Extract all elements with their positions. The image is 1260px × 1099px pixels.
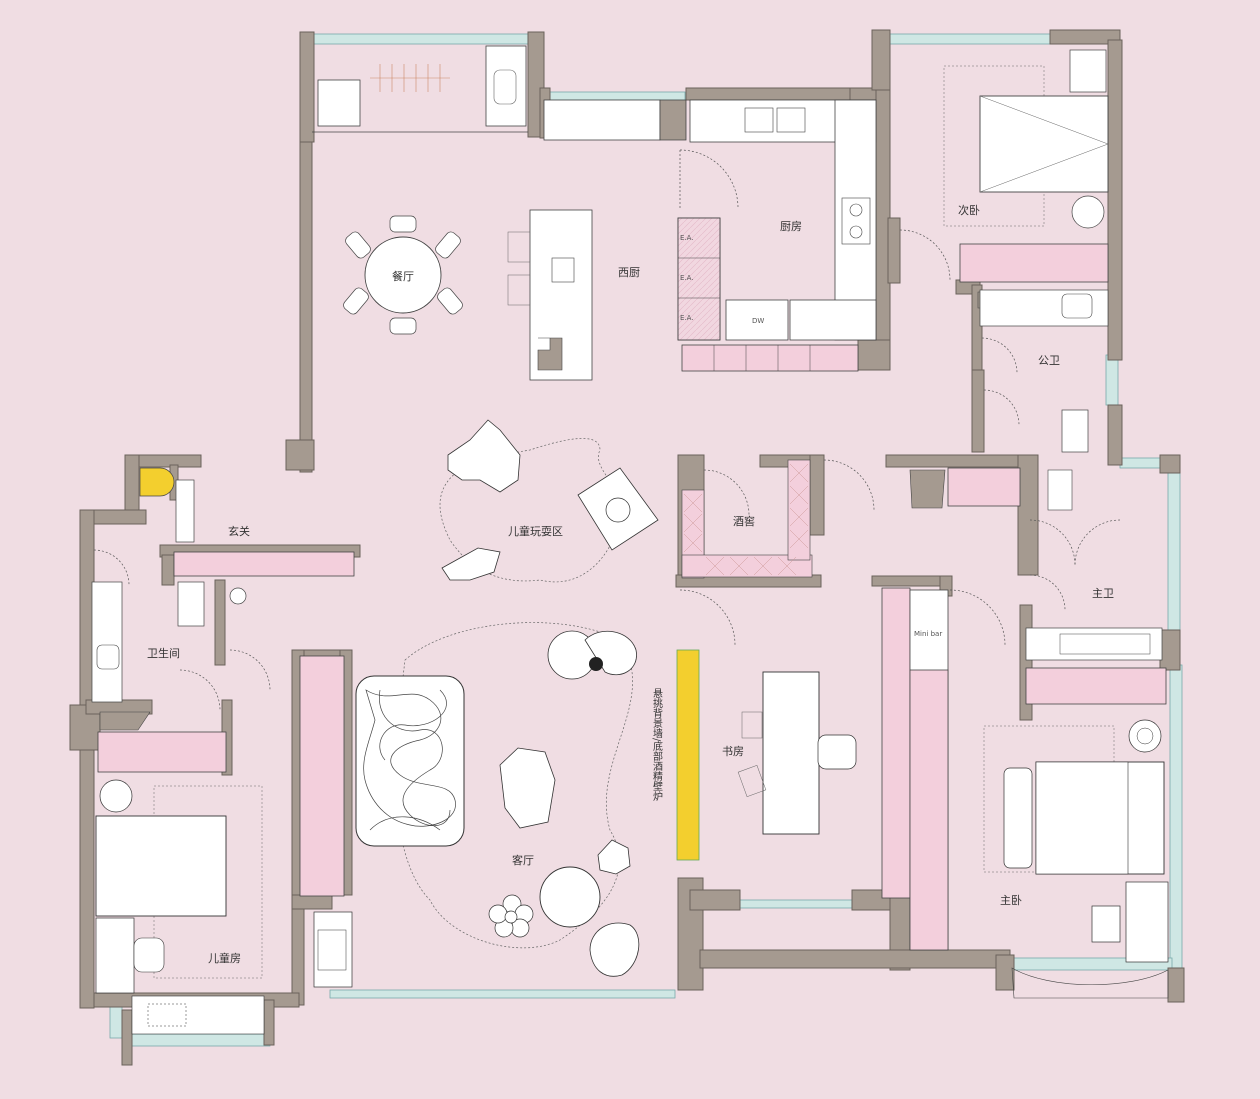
sink-label: DW (752, 317, 764, 325)
laundry-area (312, 45, 528, 133)
label-dining: 餐厅 (392, 269, 414, 283)
mini-bar (881, 587, 949, 951)
label-master-bedroom: 主卧 (1000, 894, 1022, 907)
washroom-fixtures (91, 581, 345, 897)
label-kids-play: 儿童玩耍区 (508, 524, 563, 538)
second-bedroom-furniture (943, 49, 1109, 283)
label-washroom: 卫生间 (147, 646, 180, 660)
appliance-mark-3: E.A. (680, 314, 694, 322)
public-bath-fixtures (977, 289, 1109, 453)
wine-racks (681, 459, 813, 579)
entrance-furniture (139, 467, 355, 627)
fireplace-wall (676, 649, 700, 861)
kids-play-area (439, 419, 659, 583)
label-second-bedroom: 次卧 (958, 203, 980, 217)
label-living-room: 客厅 (512, 853, 534, 867)
windows (109, 33, 1183, 1047)
study-furniture (737, 671, 857, 835)
label-entrance: 玄关 (228, 524, 250, 538)
label-western-kitchen: 西厨 (618, 266, 640, 279)
living-room-furniture (355, 622, 640, 977)
doors (93, 149, 1121, 711)
kitchen-counters: DW E.A. E.A. E.A. (543, 99, 877, 372)
dining-table (343, 215, 463, 335)
master-bath-fixtures (909, 467, 1167, 705)
label-wine-cellar: 酒窖 (733, 514, 755, 528)
room-labels: 餐厅 西厨 厨房 次卧 公卫 儿童玩耍区 酒窖 玄关 卫生间 主卫 Mini b… (147, 203, 1114, 965)
master-bedroom-furniture (983, 719, 1169, 999)
appliance-mark-1: E.A. (680, 234, 694, 242)
label-kitchen: 厨房 (780, 220, 802, 233)
kids-room-furniture (95, 779, 353, 1035)
label-fireplace-wall: 悬挑背景墙/底部酒精壁炉 (651, 688, 663, 802)
label-kids-room: 儿童房 (208, 951, 241, 965)
label-master-bath: 主卫 (1092, 587, 1114, 600)
label-mini-bar: Mini bar (914, 630, 942, 638)
appliance-mark-2: E.A. (680, 274, 694, 282)
kitchen-island (507, 209, 593, 381)
label-study: 书房 (722, 745, 744, 758)
label-public-bath: 公卫 (1038, 354, 1060, 367)
